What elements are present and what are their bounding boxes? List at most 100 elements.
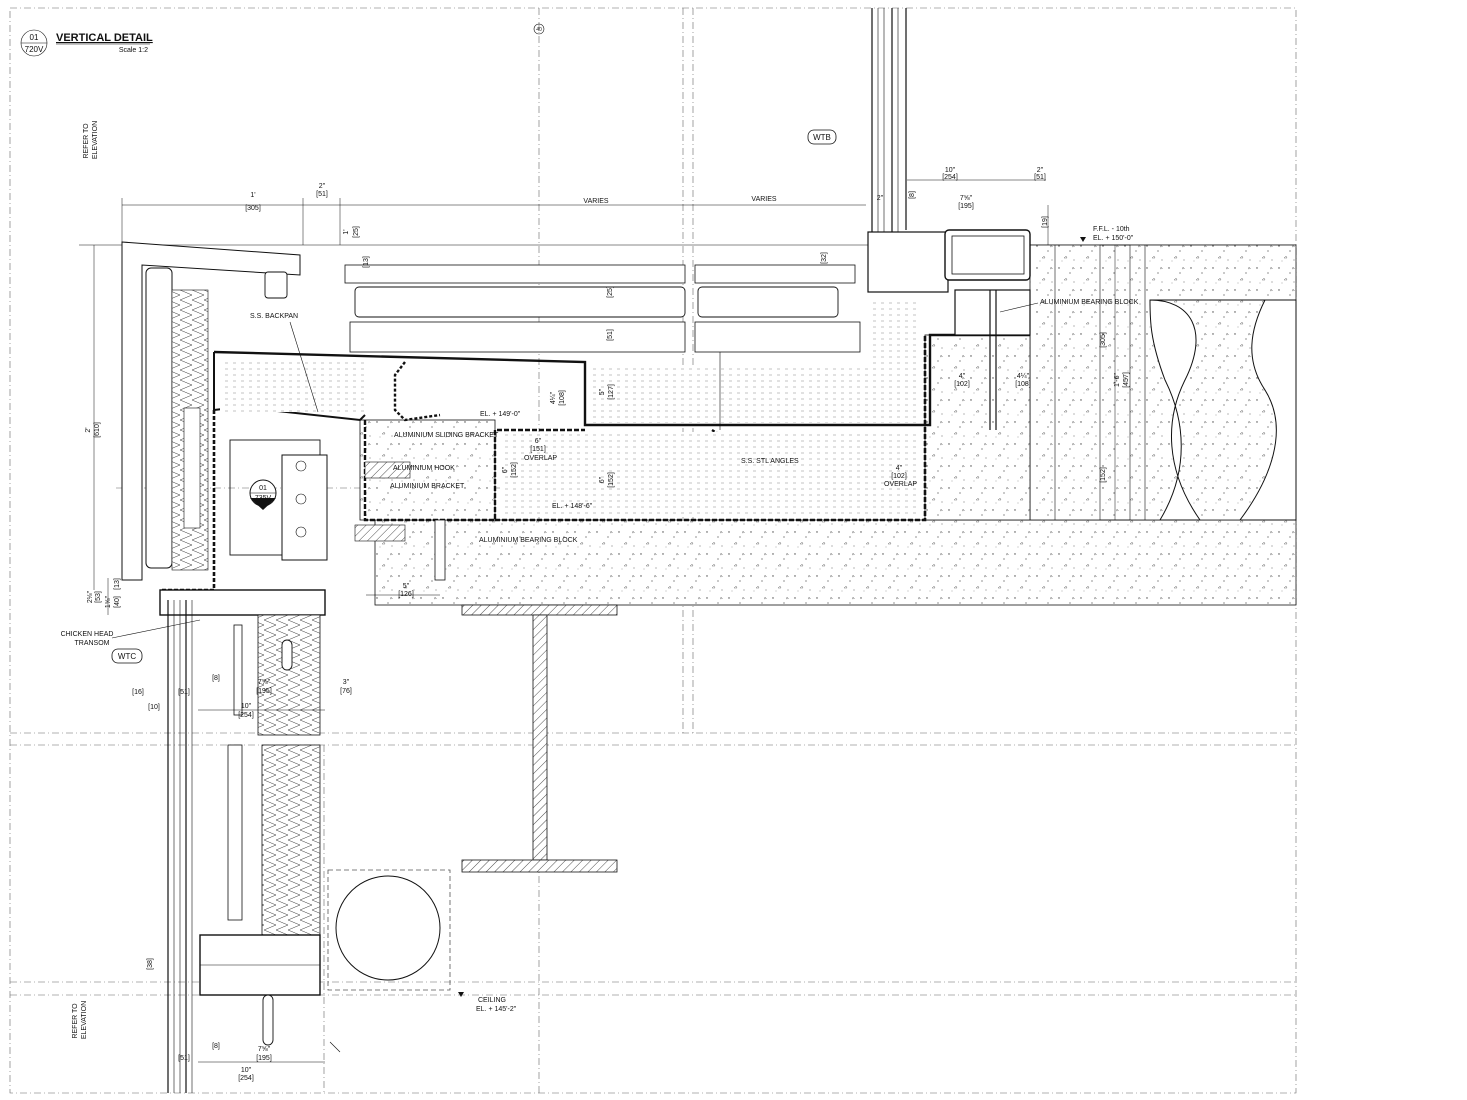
void-former-1 [1149,299,1201,521]
label-ceiling: CEILING [478,997,506,1004]
label-el-149: EL. + 149'-0" [480,411,521,418]
floor-panels [344,264,861,430]
dim-text: 4¼" [1017,373,1030,380]
dim-text: [51] [316,191,328,198]
dimension-texts: 1' [305] 2" [51] VARIES VARIES 10" [254]… [85,167,1130,1082]
dim-text: [305] [1100,332,1107,348]
dim-text: [254] [238,712,254,719]
dim-text: [32] [821,252,828,264]
label-overlap-left: OVERLAP [524,455,557,462]
dim-text: [151] [530,446,546,453]
label-ss-stl-angles: S.S. STL ANGLES [741,458,799,465]
dim-text: [102] [891,473,907,480]
dim-text: 1'-6" [1114,373,1121,387]
grid-number: 40 [536,27,542,33]
duct-opening [327,869,451,1053]
dim-text: [8] [212,1043,220,1050]
dim-text: [195] [958,203,974,210]
dim-text: [254] [238,1075,254,1082]
dim-text: 7⅝" [258,1046,271,1053]
dim-text: [51] [1034,174,1046,181]
dim-text: [108] [1015,381,1031,388]
label-aluminium-bearing-block-upper: ALUMINIUM BEARING BLOCK [1040,299,1139,306]
dim-text: [195] [256,1055,272,1062]
dim-text: [127] [608,384,615,400]
dim-text: 10" [241,703,252,710]
sheet-reference: 720V [25,45,44,54]
dim-text: [8] [909,191,916,199]
dim-text: 10" [945,167,956,174]
dim-text: [195] [256,688,272,695]
dim-text: 3" [343,679,350,686]
void-former-2 [1239,299,1297,521]
dim-text: 1⅝" [105,595,112,608]
tag-wtc: WTC [118,652,136,661]
dim-text: [457] [1123,372,1130,388]
dim-text: [10] [148,704,160,711]
dim-text: [108] [559,390,566,406]
dim-text: [25] [353,226,360,238]
annotation-labels: S.S. BACKPAN ALUMINIUM SLIDING BRACKET A… [61,226,1139,1013]
dim-text: [51] [178,689,190,696]
dim-text: [152] [608,472,615,488]
upper-mullion [867,8,1031,430]
dim-text: 7⅝" [258,679,271,686]
detail-scale: Scale 1:2 [119,47,148,54]
dim-text: 6" [535,438,542,445]
label-ffl: F.F.L. - 10th [1093,226,1130,233]
dim-text: [16] [132,689,144,696]
dim-text: [51] [607,329,614,341]
dim-text: 2' [85,427,92,432]
dim-text: 2" [1037,167,1044,174]
dim-text: VARIES [751,196,776,203]
dim-text: 4" [959,373,966,380]
dim-text: [102] [954,381,970,388]
label-aluminium-bracket: ALUMINIUM BRACKET [390,483,465,490]
dim-text: [305] [245,205,261,212]
dim-text: [126] [398,591,414,598]
dim-text: [152] [511,462,518,478]
dim-text: 2⅛" [87,590,94,603]
dim-text: 4¼" [550,391,557,404]
side-notes: REFER TO ELEVATION REFER TO ELEVATION [72,121,99,1039]
dimension-lines [93,179,1116,1063]
dim-text: 1' [250,192,255,199]
dim-text: VARIES [583,198,608,205]
tag-wtb: WTB [813,133,831,142]
bracket-assembly [229,439,446,581]
title-block: 01 720V VERTICAL DETAIL Scale 1:2 40 [20,23,545,57]
refer-to-elevation-upper: REFER TO ELEVATION [83,121,99,159]
dim-text: [254] [942,174,958,181]
dim-text: [610] [94,422,101,438]
section-marker: 01 735V [249,479,277,510]
section-marker-sheet: 735V [255,495,272,502]
dim-text: 2" [877,195,884,202]
dim-text: 4" [896,465,903,472]
label-aluminium-bearing-block-lower: ALUMINIUM BEARING BLOCK [479,537,578,544]
dim-text: [13] [114,578,121,590]
dim-text: 5" [599,388,606,395]
steel-beam [461,604,618,873]
label-ss-backpan: S.S. BACKPAN [250,313,298,320]
dim-text: [25] [607,286,614,298]
dim-text: 1' [343,229,350,234]
ss-backpan-outline [160,300,1030,592]
dim-text: 6" [502,466,509,473]
label-el-ceiling: EL. + 145'-2" [476,1006,517,1013]
dim-text: [53] [95,591,102,603]
label-el-ffl: EL. + 150'-0" [1093,235,1134,242]
dim-text: [51] [178,1055,190,1062]
dim-text: [40] [114,596,121,608]
dim-text: [19] [1042,216,1049,228]
lower-curtain-wall [159,589,326,1093]
dim-text: [76] [340,688,352,695]
dim-text: 10" [241,1067,252,1074]
label-el-148: EL. + 148'-6" [552,503,593,510]
dim-text: 2" [319,183,326,190]
section-marker-number: 01 [259,485,267,492]
system-tags: WTB WTC [111,129,837,664]
label-aluminium-sliding-bracket: ALUMINIUM SLIDING BRACKET [394,432,499,439]
label-chicken-head-transom: CHICKEN HEAD TRANSOM [61,631,116,647]
detail-number: 01 [30,33,39,42]
